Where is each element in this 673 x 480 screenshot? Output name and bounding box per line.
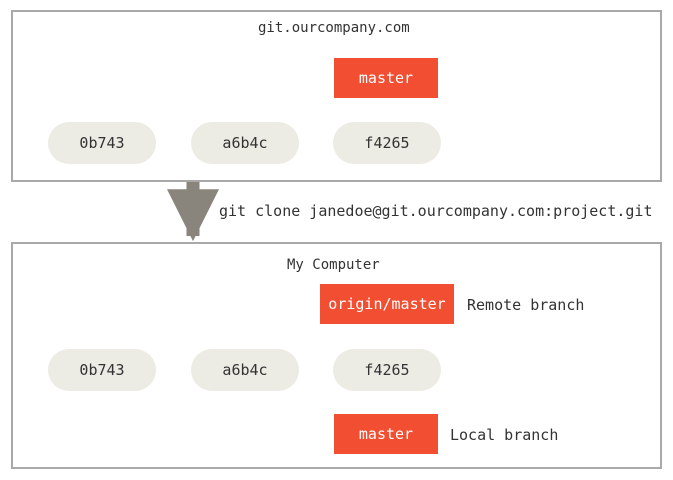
local-branch-label: Local branch: [450, 426, 559, 444]
remote-commit-a6b4c: a6b4c: [191, 122, 299, 164]
local-computer-title: My Computer: [287, 257, 380, 273]
remote-master-branch: master: [334, 58, 438, 98]
origin-master-branch: origin/master: [320, 284, 454, 324]
local-master-branch: master: [334, 414, 438, 454]
remote-commit-f4265: f4265: [333, 122, 441, 164]
remote-server-title: git.ourcompany.com: [258, 20, 410, 36]
remote-commit-0b743: 0b743: [48, 122, 156, 164]
local-commit-0b743: 0b743: [48, 349, 156, 391]
local-commit-f4265: f4265: [333, 349, 441, 391]
clone-command: git clone janedoe@git.ourcompany.com:pro…: [219, 202, 653, 220]
remote-branch-label: Remote branch: [467, 296, 585, 314]
local-commit-a6b4c: a6b4c: [191, 349, 299, 391]
